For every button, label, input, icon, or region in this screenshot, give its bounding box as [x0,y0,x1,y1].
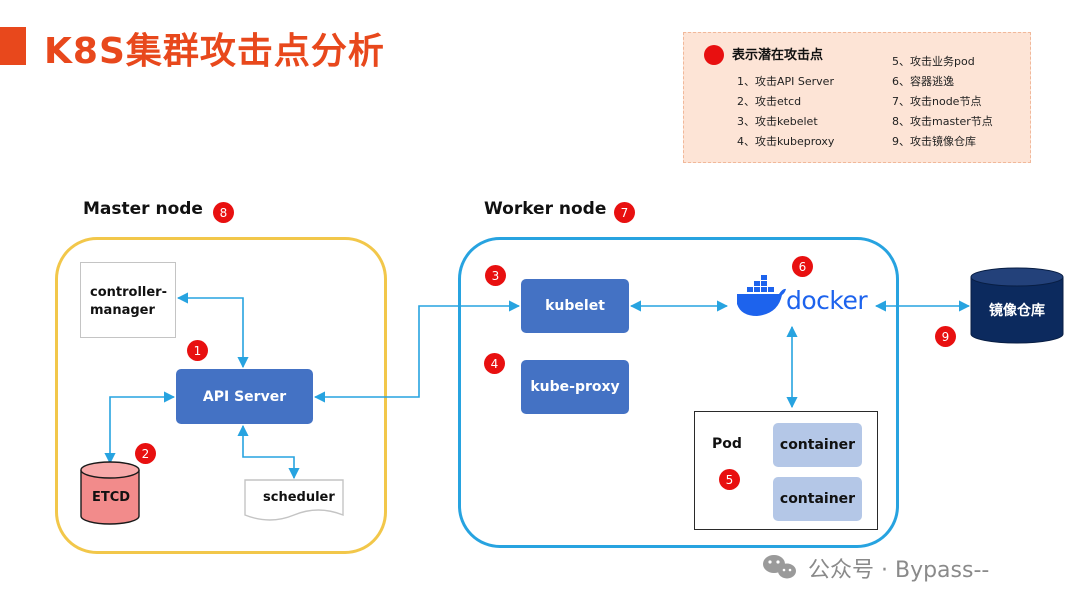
master-node-title: Master node [83,199,203,219]
registry-database-cylinder-icon [970,267,1064,344]
legend-heading: 表示潜在攻击点 [732,48,824,63]
legend-panel: 表示潜在攻击点 1、攻击API Server 2、攻击etcd 3、攻击kebe… [683,32,1031,163]
arrow-api-scheduler [237,424,300,480]
page-title: K8S集群攻击点分析 [44,31,385,72]
api-server-box: API Server [176,369,313,424]
badge-master-node: 8 [213,202,234,223]
legend-item: 6、容器逃逸 [892,75,954,88]
controller-manager-label: controller- manager [90,285,167,318]
arrow-api-kubelet [313,300,521,403]
badge-pod: 5 [719,469,740,490]
kubelet-box: kubelet [521,279,629,333]
badge-image-registry: 9 [935,326,956,347]
attack-point-dot-icon [704,45,724,65]
badge-docker: 6 [792,256,813,277]
title-accent-bar [0,27,26,65]
badge-kube-proxy: 4 [484,353,505,374]
docker-whale-icon [737,275,786,316]
controller-manager-box [80,262,176,338]
arrow-controller-api [176,292,249,369]
legend-item: 5、攻击业务pod [892,55,975,68]
kube-proxy-box: kube-proxy [521,360,629,414]
arrow-api-etcd [104,391,176,465]
legend-item: 7、攻击node节点 [892,95,982,108]
legend-item: 1、攻击API Server [737,75,834,88]
etcd-label: ETCD [91,490,131,505]
legend-item: 9、攻击镜像仓库 [892,135,976,148]
watermark-text: 公众号 · Bypass-- [808,558,990,583]
badge-api-server: 1 [187,340,208,361]
pod-label: Pod [712,436,742,452]
scheduler-label: scheduler [263,490,335,505]
worker-node-title: Worker node [484,199,607,219]
legend-item: 4、攻击kubeproxy [737,135,835,148]
wechat-icon [763,555,796,579]
badge-worker-node: 7 [614,202,635,223]
etcd-database-cylinder-icon [80,461,140,525]
image-registry-label: 镜像仓库 [989,303,1045,319]
badge-etcd: 2 [135,443,156,464]
scheduler-document-shape-icon [244,479,344,521]
container-box: container [773,423,862,467]
legend-item: 3、攻击kebelet [737,115,818,128]
badge-kubelet: 3 [485,265,506,286]
legend-item: 8、攻击master节点 [892,115,993,128]
docker-label: docker [786,286,868,315]
legend-item: 2、攻击etcd [737,95,802,108]
container-box: container [773,477,862,521]
